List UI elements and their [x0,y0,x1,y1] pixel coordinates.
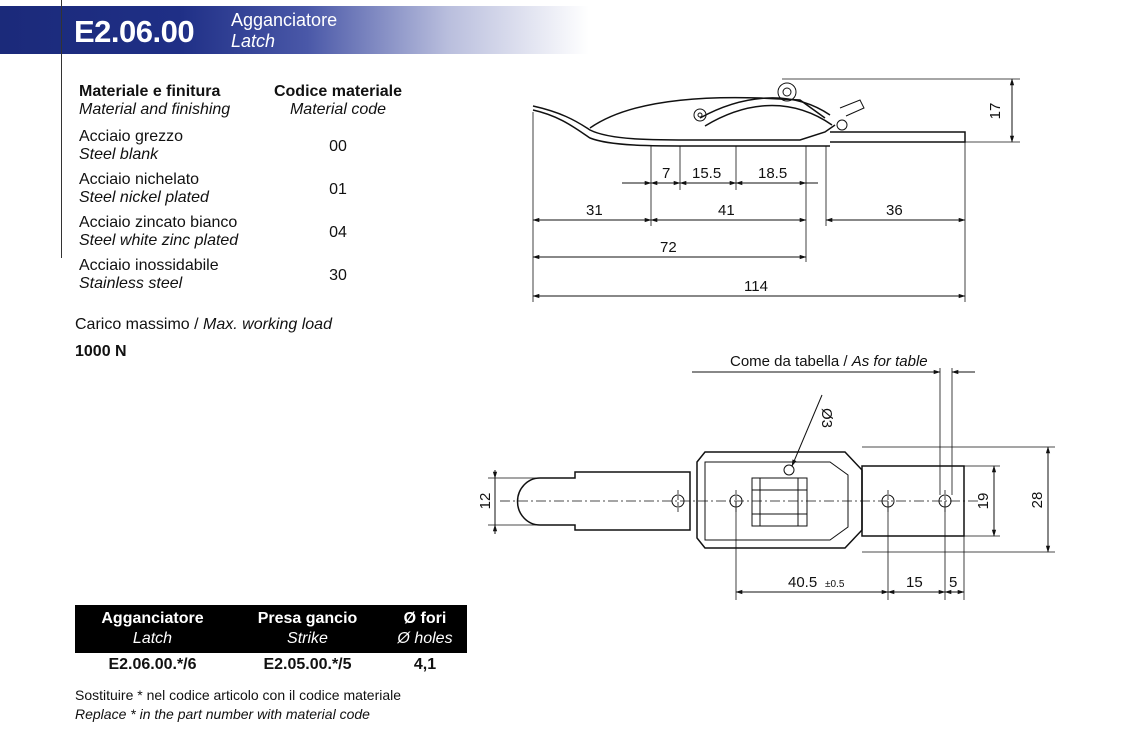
dim-36: 36 [886,202,903,219]
dim-17: 17 [987,103,1004,120]
material-code: 04 [329,224,347,241]
materials-col2-title: Codice materiale [273,83,403,100]
materials-col2-subtitle: Material code [289,101,387,118]
material-code: 01 [329,181,347,198]
materials-col1-title: Materiale e finitura [79,83,221,100]
max-load-label-en: Max. working load [203,316,332,333]
order-table-header: Agganciatore Latch Presa gancio Strike Ø… [75,605,467,653]
dim-tolerance: ±0.5 [825,579,845,590]
dim-15: 15 [906,574,923,591]
side-view-latch [532,78,1020,302]
title-italian: Agganciatore [231,10,338,30]
order-col-latch-en: Latch [132,630,173,647]
dim-31: 31 [586,202,603,219]
order-col-holes-en: Ø holes [397,630,453,647]
material-name: Acciaio grezzo [79,128,184,145]
dim-18-5: 18.5 [758,165,787,182]
dim-hole-3: Ø3 [818,408,835,428]
material-code: 30 [329,267,347,284]
dim-7: 7 [662,165,670,182]
dim-19: 19 [975,493,992,510]
title-english: Latch [231,31,276,51]
material-name: Acciaio inossidabile [79,257,219,274]
note-en: As for table [851,353,928,370]
max-load-label-it: Carico massimo / [75,316,204,333]
order-col-latch: Agganciatore [101,610,204,627]
order-cell-strike: E2.05.00.*/5 [263,656,352,673]
order-col-strike: Presa gancio [257,610,358,627]
note-it: Come da tabella / [730,353,852,370]
dim-12: 12 [477,493,494,510]
order-col-strike-en: Strike [287,630,328,647]
max-load-label: Carico massimo / Max. working load [75,316,332,334]
footnote-it: Sostituire * nel codice articolo con il … [75,687,402,703]
material-name: Acciaio nichelato [79,171,200,188]
dim-15-5: 15.5 [692,165,721,182]
materials-col1-subtitle: Material and finishing [79,101,231,118]
order-cell-latch: E2.06.00.*/6 [108,656,197,673]
dim-114: 114 [744,278,768,295]
material-name-en: Steel blank [79,146,159,163]
material-name-en: Stainless steel [79,275,183,292]
footnote-en: Replace * in the part number with materi… [75,706,370,722]
top-view-latch [488,368,1055,600]
material-name: Acciaio zincato bianco [79,214,238,231]
material-code: 00 [329,138,347,155]
material-name-en: Steel white zinc plated [79,232,239,249]
order-cell-holes: 4,1 [413,656,437,673]
dim-72: 72 [660,239,677,256]
note-as-for-table: Come da tabella / As for table [730,353,928,370]
dim-28: 28 [1029,492,1046,509]
max-load-value: 1000 N [75,343,127,360]
order-col-holes: Ø fori [403,610,447,627]
dim-5: 5 [949,574,957,591]
header-band: E2.06.00 Agganciatore Latch [0,6,640,54]
left-divider [61,0,62,258]
dim-40-5: 40.5 [788,574,817,591]
dim-41: 41 [718,202,735,219]
material-name-en: Steel nickel plated [79,189,209,206]
product-code: E2.06.00 [74,14,195,49]
